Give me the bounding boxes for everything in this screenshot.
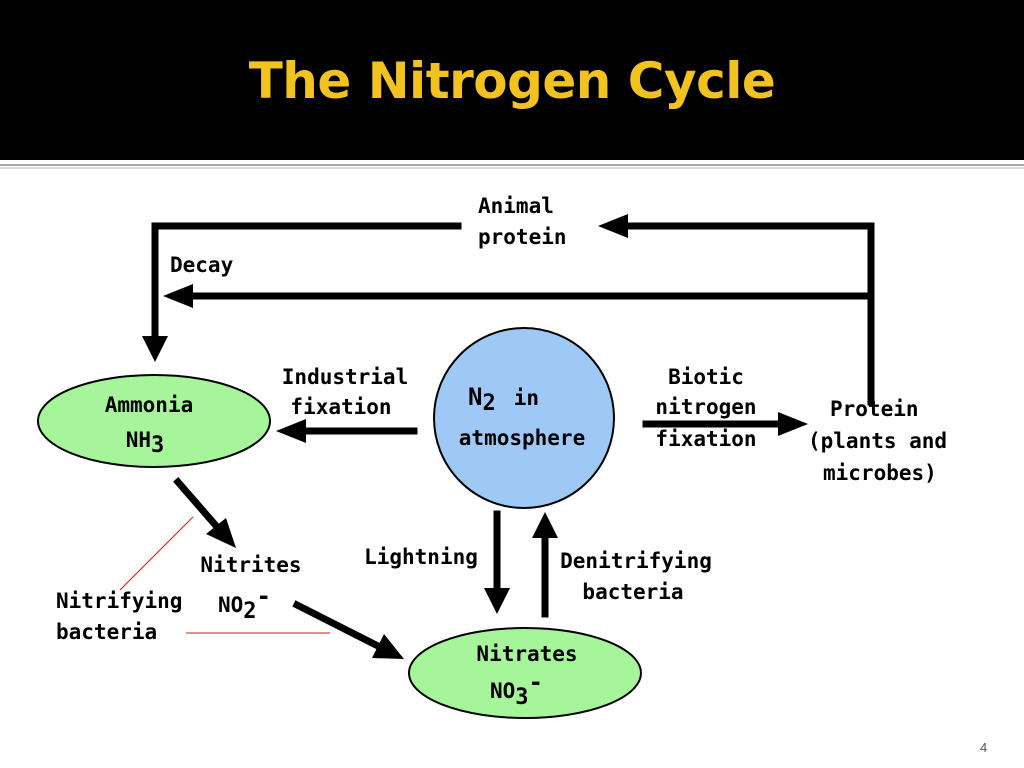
page-number: 4 [980, 740, 988, 755]
biotic-label-line1: Biotic [668, 365, 744, 389]
decay-arrowhead [163, 284, 193, 308]
n2-atmosphere-node [433, 327, 615, 509]
decay-label: Decay [170, 253, 234, 277]
industrial-label-line1: Industrial [282, 365, 408, 389]
nitrifying-label-line1: Nitrifying [56, 589, 182, 613]
nitrites-label: Nitrites [200, 553, 301, 577]
denitrifying-label-line1: Denitrifying [560, 549, 712, 573]
nitrites-arrowhead [206, 518, 236, 548]
nitrifying-pointer-line-1 [119, 516, 194, 591]
nitrites-to-nitrates-line [292, 600, 383, 651]
denitrifying-label-line2: bacteria [582, 580, 683, 604]
ammonia-label: Ammonia [105, 393, 194, 417]
nitrates-arrowhead [372, 634, 404, 659]
atmosphere-label: atmosphere [459, 426, 585, 450]
biotic-label-line2: nitrogen [655, 395, 756, 419]
protein-label-line2: (plants and [808, 429, 947, 453]
title-bar [0, 0, 1024, 160]
lightning-arrowhead [484, 588, 510, 614]
animal-protein-arrowhead [598, 214, 628, 238]
industrial-arrowhead [276, 419, 306, 443]
nitrates-node [408, 627, 642, 719]
ammonia-in-arrowhead [142, 336, 168, 362]
title-divider-shadow [0, 167, 1024, 169]
ammonia-to-nitrites-line [173, 477, 223, 533]
protein-label-line3: microbes) [823, 461, 937, 485]
protein-label-line1: Protein [830, 397, 919, 421]
arrowheads [142, 214, 808, 659]
slide-title: The Nitrogen Cycle [248, 52, 776, 110]
cycle-lines [151, 222, 875, 651]
animal-protein-line2: protein [478, 225, 567, 249]
industrial-label-line2: fixation [290, 395, 391, 419]
denitrify-arrowhead [532, 512, 558, 538]
animal-protein-line1: Animal [478, 194, 554, 218]
nitrifying-label-line2: bacteria [56, 620, 157, 644]
biotic-arrowhead [778, 412, 808, 436]
lightning-label: Lightning [364, 545, 478, 569]
title-divider [0, 164, 1024, 166]
nitrates-formula: NO3- [490, 668, 543, 710]
nitrites-formula: NO2- [218, 582, 271, 624]
ammonia-formula: NH3 [126, 428, 165, 458]
nitrates-label: Nitrates [476, 642, 577, 666]
biotic-label-line3: fixation [655, 427, 756, 451]
ammonia-node [37, 374, 271, 468]
